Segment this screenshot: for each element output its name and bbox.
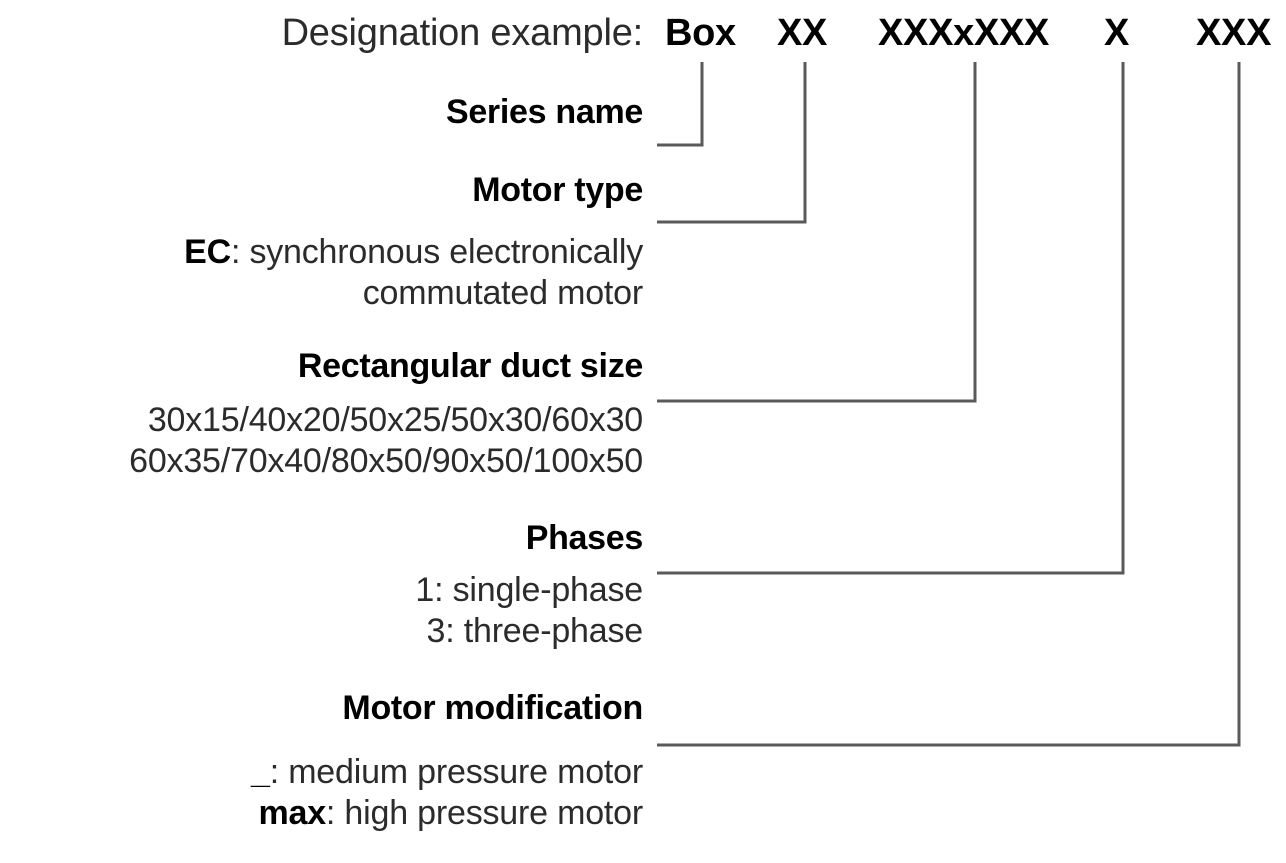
connector-duct-size — [657, 62, 977, 403]
motor-type-line-1: EC: synchronous electronically — [184, 232, 643, 273]
section-detail-motor-type: EC: synchronous electronically commutate… — [184, 232, 643, 315]
code-segment-phases: X — [1104, 12, 1130, 54]
motor-type-value-line-1: synchronous electronically — [249, 233, 643, 271]
connector-series — [657, 62, 704, 147]
motor-modification-value-2: high pressure motor — [344, 794, 643, 833]
motor-modification-line-1: _: medium pressure motor — [251, 752, 643, 793]
section-heading-motor-modification: Motor modification — [342, 689, 643, 727]
code-segment-motor-type: XX — [777, 12, 828, 54]
motor-modification-key-1: _ — [250, 753, 270, 791]
section-heading-series: Series name — [445, 93, 643, 131]
section-detail-duct-size: 30x15/40x20/50x25/50x30/60x30 60x35/70x4… — [129, 400, 643, 483]
motor-modification-separator-2: : — [325, 794, 345, 833]
connector-motor-type — [657, 62, 807, 224]
section-detail-motor-modification: _: medium pressure motor max: high press… — [251, 752, 643, 835]
code-segment-duct-size: XXXxXXX — [878, 12, 1050, 54]
designation-example-label: Designation example: — [281, 12, 644, 54]
code-segment-series: Box — [665, 12, 736, 54]
phases-line-2: 3: three-phase — [426, 612, 644, 651]
motor-type-line-2: commutated motor — [362, 274, 643, 313]
connector-phases — [657, 62, 1125, 575]
section-detail-phases: 1: single-phase 3: three-phase — [415, 570, 643, 653]
section-heading-motor-type: Motor type — [472, 171, 643, 209]
connector-motor-modification — [657, 62, 1241, 747]
duct-size-line-1: 30x15/40x20/50x25/50x30/60x30 — [147, 401, 643, 439]
motor-modification-value-1: medium pressure motor — [288, 753, 643, 791]
code-segment-motor-modification: XXX — [1196, 12, 1272, 54]
motor-modification-key-2: max — [258, 794, 326, 833]
motor-type-key: EC — [184, 233, 231, 271]
duct-size-line-2: 60x35/70x40/80x50/90x50/100x50 — [129, 442, 643, 481]
section-heading-duct-size: Rectangular duct size — [297, 347, 643, 385]
phases-line-1: 1: single-phase — [415, 571, 643, 609]
motor-modification-separator-1: : — [269, 753, 289, 791]
motor-modification-line-2: max: high pressure motor — [251, 793, 643, 834]
motor-type-separator: : — [230, 233, 250, 271]
section-heading-phases: Phases — [525, 519, 644, 557]
